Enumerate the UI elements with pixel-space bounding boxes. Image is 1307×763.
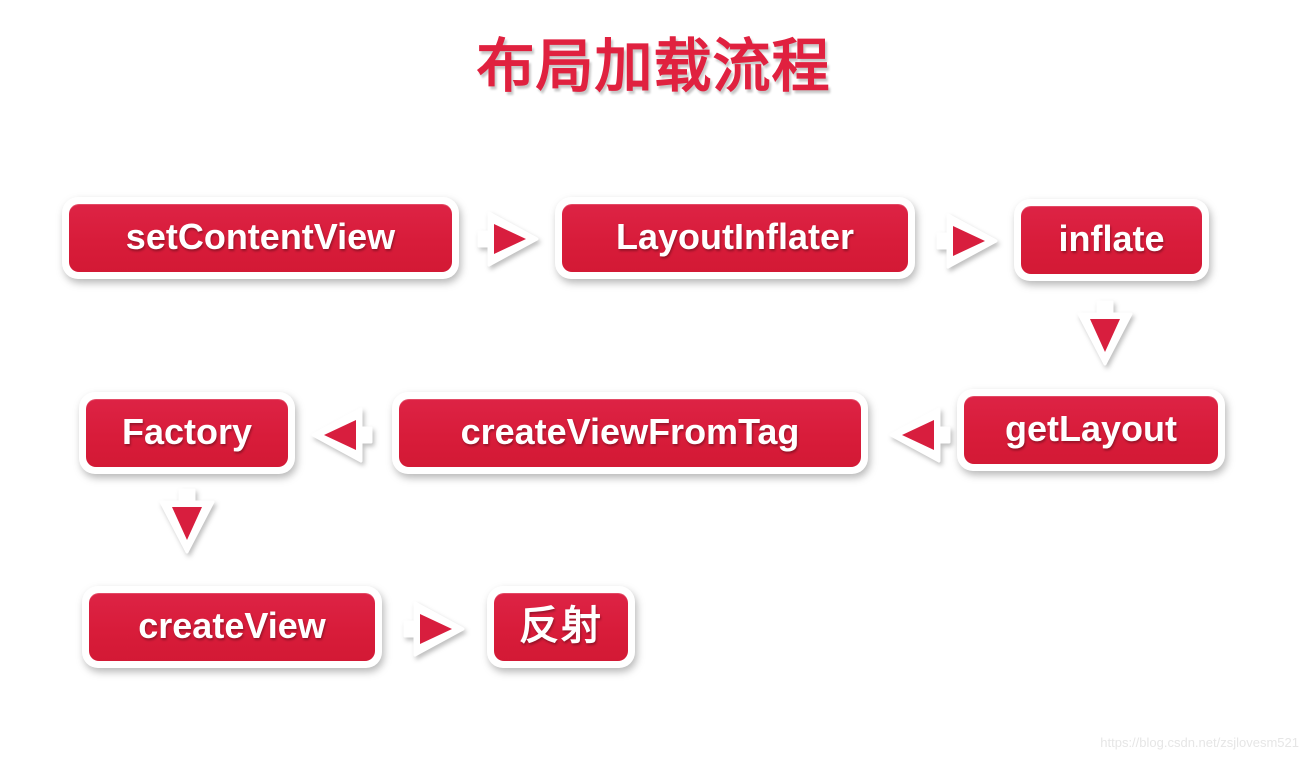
arrow-left-icon [889, 406, 951, 464]
flow-node-LayoutInflater[interactable]: LayoutInflater [555, 197, 915, 279]
flow-node-body: getLayout [964, 396, 1218, 464]
flow-node-reflect[interactable]: 反射 [487, 586, 635, 668]
flow-node-label: getLayout [1004, 407, 1177, 449]
flow-node-inflate[interactable]: inflate [1014, 199, 1209, 281]
flow-node-createView[interactable]: createView [82, 586, 382, 668]
flow-node-label: createView [138, 604, 326, 646]
flow-node-createViewFromTag[interactable]: createViewFromTag [392, 392, 868, 474]
arrow-right-icon [403, 600, 465, 658]
flow-node-body: inflate [1021, 206, 1202, 274]
arrow-down-icon [1076, 300, 1134, 366]
flow-node-setContentView[interactable]: setContentView [62, 197, 459, 279]
flow-node-body: setContentView [69, 204, 452, 272]
flow-node-Factory[interactable]: Factory [79, 392, 295, 474]
flow-node-label: inflate [1058, 217, 1165, 259]
flow-node-body: 反射 [494, 593, 628, 661]
arrow-right-icon [477, 210, 539, 268]
flow-node-label: LayoutInflater [615, 215, 855, 257]
flow-node-label: createViewFromTag [460, 410, 800, 452]
flow-node-body: createViewFromTag [399, 399, 861, 467]
arrow-left-icon [311, 406, 373, 464]
flow-node-label: Factory [121, 410, 253, 452]
arrow-right-icon [936, 212, 998, 270]
flow-node-body: LayoutInflater [562, 204, 908, 272]
page-title: 布局加载流程 [476, 34, 831, 99]
flow-node-label: 反射 [519, 603, 603, 648]
arrow-down-icon [158, 488, 216, 554]
flow-node-body: createView [89, 593, 375, 661]
flow-node-body: Factory [86, 399, 288, 467]
flow-node-getLayout[interactable]: getLayout [957, 389, 1225, 471]
flow-node-label: setContentView [125, 215, 396, 257]
watermark: https://blog.csdn.net/zsjlovesm521 [1100, 735, 1299, 750]
